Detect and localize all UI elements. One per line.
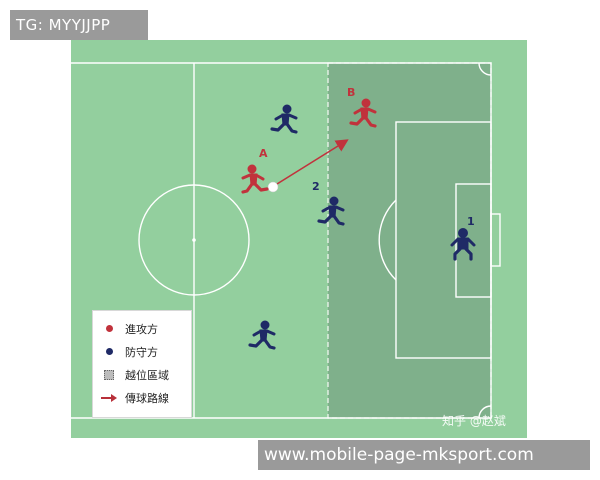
legend-label-pass: 傳球路線	[125, 391, 169, 405]
center-spot	[192, 238, 196, 242]
offside-area-icon	[101, 368, 117, 382]
pass-arrow	[276, 139, 349, 185]
label-2: 2	[312, 180, 320, 193]
ball	[267, 181, 279, 193]
navy-dot-icon	[101, 345, 117, 359]
legend: 進攻方 防守方 越位區域 傳球路線	[92, 310, 192, 418]
site-url-text: www.mobile-page-mksport.com	[264, 445, 534, 465]
red-dot-icon	[101, 322, 117, 336]
tg-tag-text: TG: MYYJJPP	[16, 16, 111, 34]
legend-item-defense: 防守方	[101, 340, 185, 363]
pass-arrow-icon	[101, 391, 117, 405]
label-b: B	[347, 86, 355, 99]
legend-label-attack: 進攻方	[125, 322, 158, 336]
site-url-tag: www.mobile-page-mksport.com	[258, 440, 590, 470]
legend-item-pass: 傳球路線	[101, 386, 185, 409]
legend-label-defense: 防守方	[125, 345, 158, 359]
label-1: 1	[467, 215, 475, 228]
legend-item-offside: 越位區域	[101, 363, 185, 386]
label-a: A	[259, 147, 268, 160]
legend-item-attack: 進攻方	[101, 317, 185, 340]
legend-label-offside: 越位區域	[125, 368, 169, 382]
tg-tag: TG: MYYJJPP	[10, 10, 148, 40]
zhihu-watermark: 知乎 @赵斌	[442, 414, 506, 428]
